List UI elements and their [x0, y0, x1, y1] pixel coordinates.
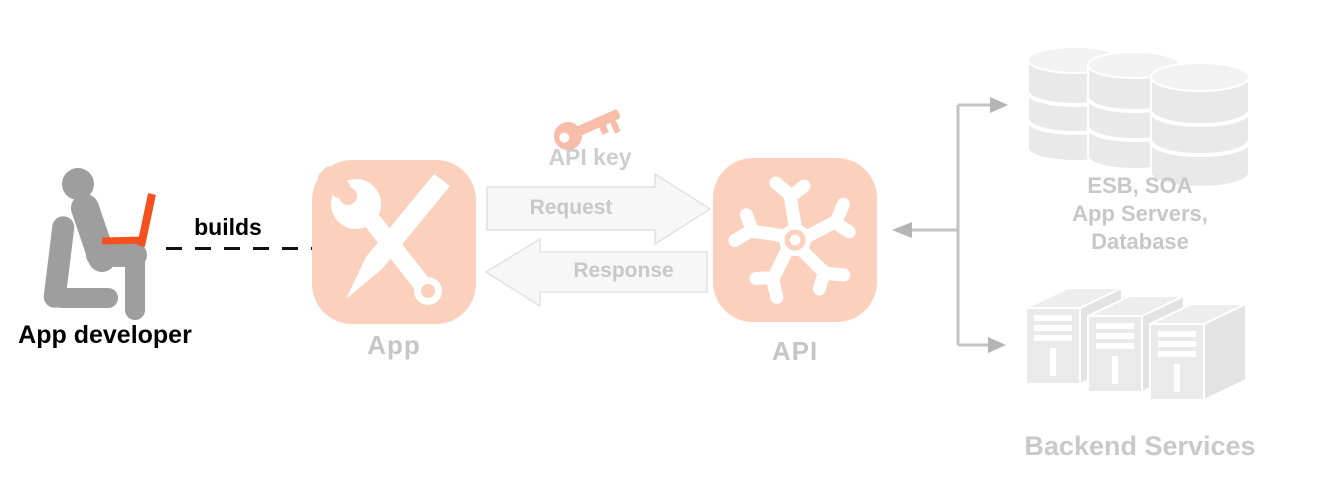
backend-services-label: Backend Services — [1024, 431, 1256, 461]
api-node-label: API — [771, 336, 819, 366]
response-arrow — [484, 237, 708, 308]
database-cylinders-icon — [1026, 46, 1251, 188]
person-with-laptop-icon — [43, 168, 156, 320]
wrench-and-pencil-icon — [312, 160, 476, 324]
server-towers-icon — [1025, 287, 1247, 401]
app-node-label: App — [367, 330, 421, 360]
request-response-arrows — [484, 172, 712, 308]
datastores-label: ESB, SOA App Servers, Database — [1040, 172, 1240, 256]
arrowhead-to-datastores — [990, 97, 1008, 113]
arrowhead-to-api — [892, 222, 912, 238]
key-icon — [554, 109, 621, 150]
builds-label: builds — [194, 214, 262, 240]
datastores-label-line1: ESB, SOA — [1087, 173, 1193, 198]
developer-label: App developer — [18, 321, 192, 349]
builds-dashed-line — [166, 247, 314, 250]
response-label: Response — [573, 259, 674, 282]
datastores-label-line2: App Servers, — [1072, 201, 1208, 226]
api-key-label: API key — [548, 144, 632, 170]
connector-lines — [892, 97, 1008, 353]
spoke-wheel-icon — [713, 158, 877, 322]
datastores-label-line3: Database — [1091, 229, 1189, 254]
arrowhead-to-services — [988, 337, 1006, 353]
request-label: Request — [529, 196, 613, 219]
request-arrow — [486, 172, 712, 246]
